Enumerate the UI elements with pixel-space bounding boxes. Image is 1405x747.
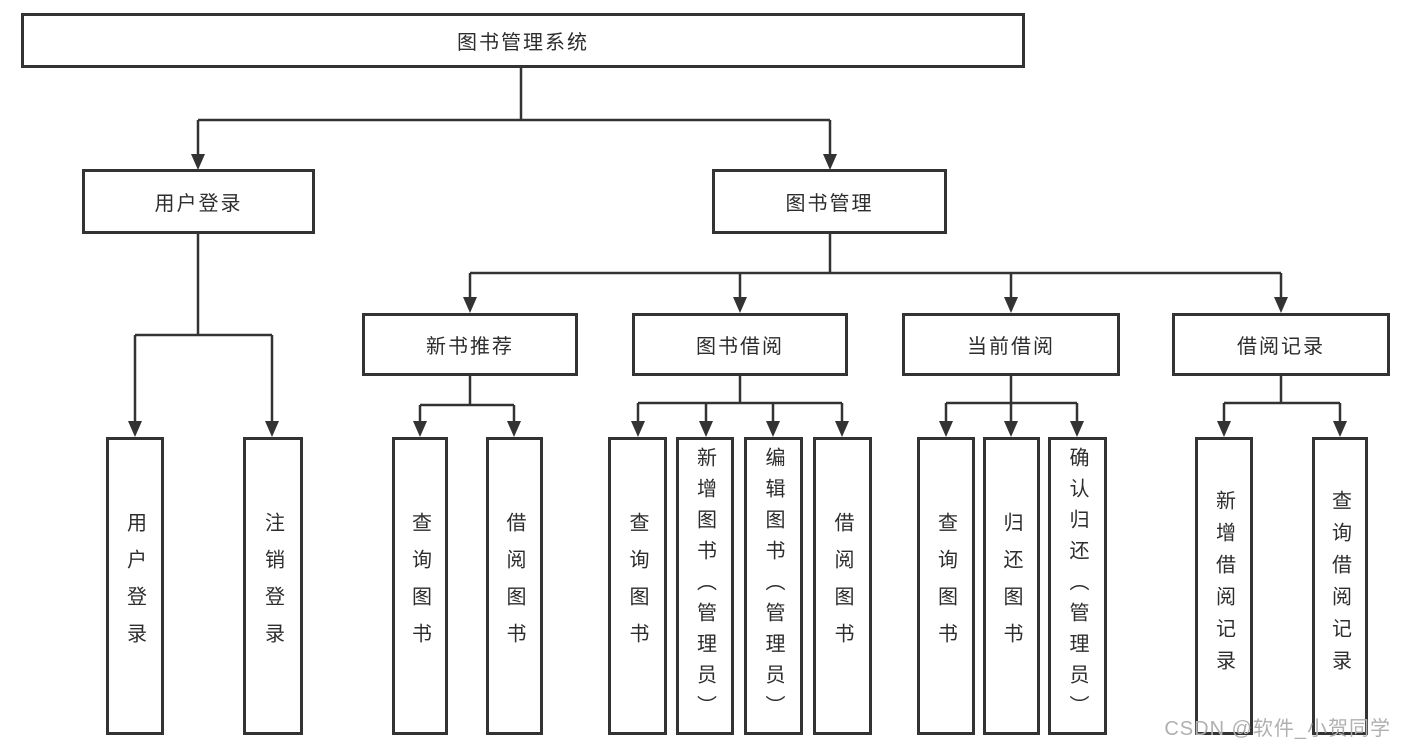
- node-bb-add-books-admin: 新增图书（管理员）: [676, 437, 734, 735]
- node-user-login: 用户登录: [82, 169, 315, 234]
- node-bb-edit-books-admin: 编辑图书（管理员）: [744, 437, 803, 735]
- node-br-add-record: 新增借阅记录: [1195, 437, 1253, 735]
- node-rec-query-books: 查询图书: [392, 437, 448, 735]
- node-bb-borrow-books: 借阅图书: [813, 437, 872, 735]
- node-library-management-system: 图书管理系统: [21, 13, 1025, 68]
- node-borrowing-records: 借阅记录: [1172, 313, 1390, 376]
- node-cb-return-books: 归还图书: [983, 437, 1040, 735]
- node-book-management: 图书管理: [712, 169, 947, 234]
- node-cb-confirm-return-admin: 确认归还（管理员）: [1048, 437, 1107, 735]
- node-bb-query-books: 查询图书: [608, 437, 667, 735]
- node-current-borrowing: 当前借阅: [902, 313, 1120, 376]
- node-book-borrowing: 图书借阅: [632, 313, 848, 376]
- node-rec-borrow-books: 借阅图书: [486, 437, 543, 735]
- node-leaf-user-login: 用户登录: [106, 437, 164, 735]
- node-cb-query-books: 查询图书: [917, 437, 975, 735]
- node-leaf-logout: 注销登录: [243, 437, 303, 735]
- node-new-book-recommendation: 新书推荐: [362, 313, 578, 376]
- connector-segments: [133, 68, 1342, 433]
- connector-arrows: [128, 154, 1347, 437]
- node-br-query-record: 查询借阅记录: [1312, 437, 1368, 735]
